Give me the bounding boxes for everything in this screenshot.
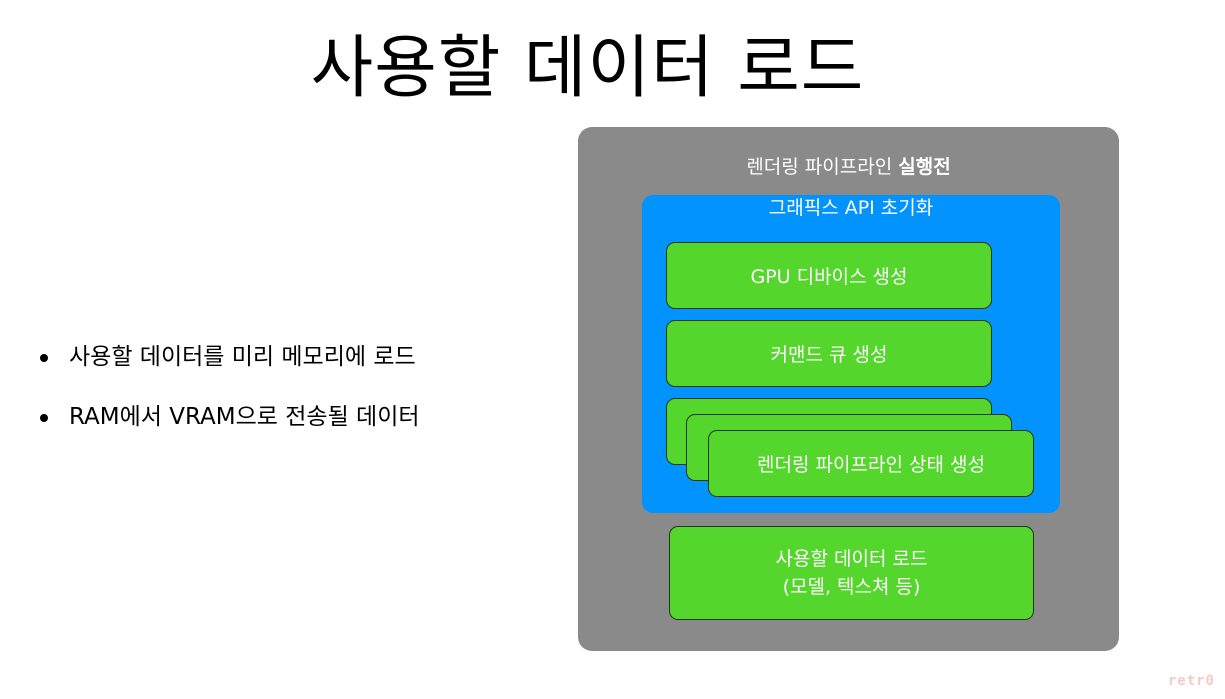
command-queue-label: 커맨드 큐 생성 xyxy=(770,344,888,366)
bullet-list: 사용할 데이터를 미리 메모리에 로드 RAM에서 VRAM으로 전송될 데이터 xyxy=(40,335,420,455)
pre-pipeline-label: 렌더링 파이프라인 실행전 xyxy=(578,152,1119,179)
bullet-item: 사용할 데이터를 미리 메모리에 로드 xyxy=(40,335,420,395)
data-load-label: 사용할 데이터 로드 xyxy=(775,548,928,570)
bullet-item: RAM에서 VRAM으로 전송될 데이터 xyxy=(40,395,420,455)
pre-pipeline-box: 렌더링 파이프라인 실행전 그래픽스 API 초기화 GPU 디바이스 생성 커… xyxy=(578,127,1119,651)
gpu-device-box: GPU 디바이스 생성 xyxy=(666,242,992,309)
graphics-api-init-label: 그래픽스 API 초기화 xyxy=(768,197,934,219)
pipeline-state-label: 렌더링 파이프라인 상태 생성 xyxy=(757,454,985,476)
watermark-logo: retr0 xyxy=(1167,673,1215,689)
pipeline-state-box: 렌더링 파이프라인 상태 생성 xyxy=(708,430,1034,497)
graphics-api-init-box: 그래픽스 API 초기화 GPU 디바이스 생성 커맨드 큐 생성 렌더링 파이… xyxy=(642,195,1060,513)
data-load-box: 사용할 데이터 로드 (모델, 텍스쳐 등) xyxy=(669,526,1034,620)
data-load-sublabel: (모델, 텍스쳐 등) xyxy=(782,576,921,598)
pre-pipeline-label-bold: 실행전 xyxy=(898,156,951,178)
page-title: 사용할 데이터 로드 xyxy=(310,29,865,108)
pre-pipeline-label-text: 렌더링 파이프라인 xyxy=(746,156,899,178)
gpu-device-label: GPU 디바이스 생성 xyxy=(750,266,908,288)
command-queue-box: 커맨드 큐 생성 xyxy=(666,320,992,387)
